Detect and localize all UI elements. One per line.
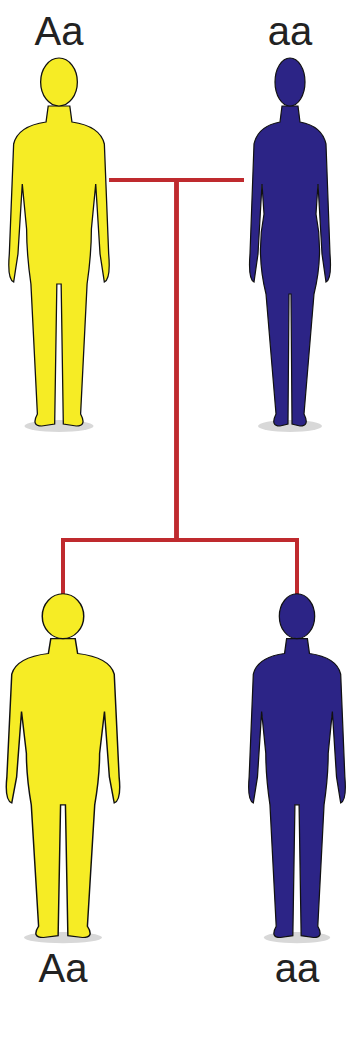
genotype-label: aa [275, 945, 320, 991]
person-node: aa [240, 8, 340, 434]
genotype-label: Aa [39, 945, 88, 991]
genotype-label: Aa [35, 8, 84, 54]
person-node: Aa [2, 590, 124, 991]
person-node: Aa [5, 8, 113, 434]
person-figure [5, 54, 113, 434]
figure-head [279, 594, 314, 639]
figure-body [6, 639, 119, 938]
person-figure [2, 590, 124, 945]
floor-shadow [258, 420, 322, 432]
figure-body [250, 106, 331, 426]
figure-head [275, 58, 305, 106]
figure-head [41, 58, 78, 106]
person-node: aa [245, 590, 349, 991]
person-figure [245, 590, 349, 945]
genotype-label: aa [268, 8, 313, 54]
figure-head [42, 594, 83, 639]
figure-body [249, 639, 346, 938]
person-figure [240, 54, 340, 434]
figure-body [9, 106, 109, 426]
